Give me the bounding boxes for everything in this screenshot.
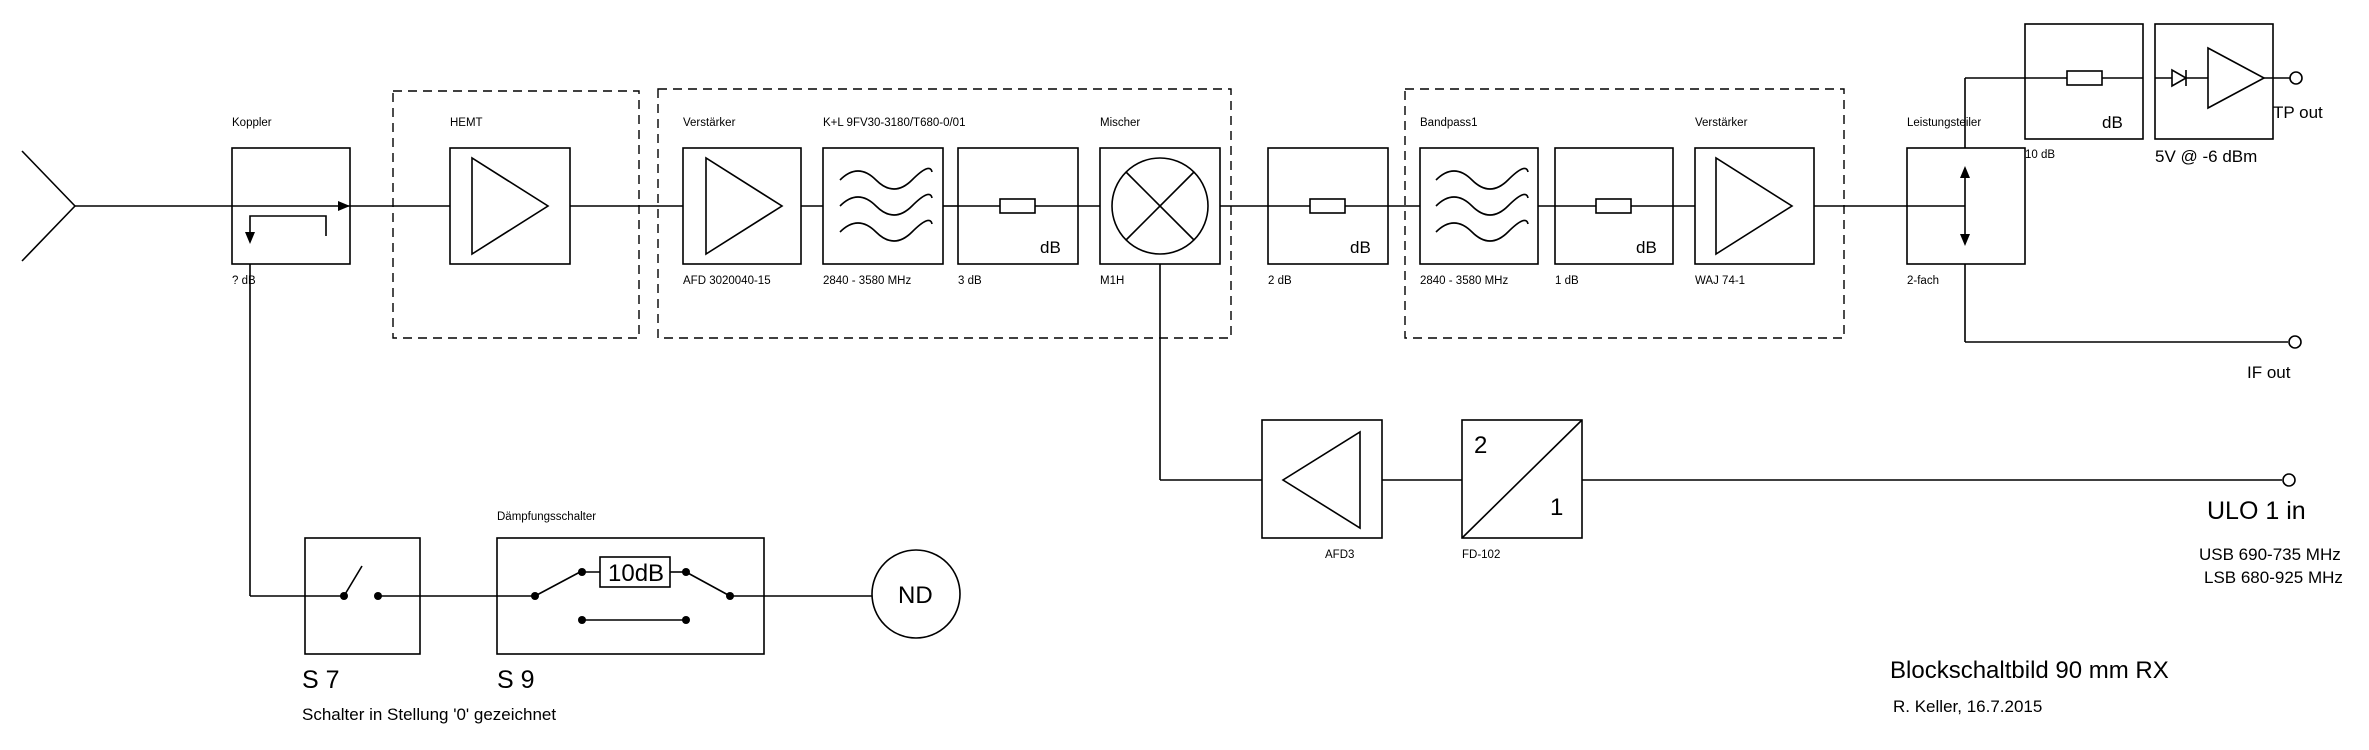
waj-label: WAJ 74-1 — [1695, 275, 1745, 287]
fd-in-port-label: 2 — [1474, 432, 1487, 459]
daempfung-label: Dämpfungsschalter — [497, 511, 596, 523]
amplifier-1-block — [682, 147, 802, 265]
author-label: R. Keller, 16.7.2015 — [1893, 697, 2042, 716]
filter-1-block — [822, 147, 944, 265]
mischer-part-label: M1H — [1100, 275, 1124, 287]
leistungsteiler-label: Leistungsteiler — [1907, 117, 1981, 129]
fd102-label: FD-102 — [1462, 549, 1500, 561]
s7-label: S 7 — [302, 666, 340, 694]
switch-s7-block — [304, 537, 421, 655]
koppler-db-label: ? dB — [232, 275, 256, 287]
nd-label: ND — [898, 582, 933, 609]
afd3-label: AFD3 — [1325, 549, 1354, 561]
ulo-label: ULO 1 in — [2207, 497, 2306, 525]
bandpass-label: Bandpass1 — [1420, 117, 1478, 129]
detector-block — [2154, 23, 2303, 140]
diagram-title: Blockschaltbild 90 mm RX — [1890, 657, 2169, 684]
fach-label: 2-fach — [1907, 275, 1939, 287]
afd3-amplifier-block — [1261, 419, 1383, 539]
antenna-symbol — [21, 150, 232, 262]
attenuator-3-block — [1538, 147, 1695, 265]
att1-db-label: dB — [1040, 238, 1061, 257]
att3-label: 1 dB — [1555, 275, 1579, 287]
mixer-block — [801, 147, 1221, 265]
att10-label: 10dB — [608, 560, 664, 587]
power-splitter-block — [1906, 77, 2302, 349]
verstaerker1-label: Verstärker — [683, 117, 736, 129]
bandpass-group-frame — [1404, 88, 1845, 339]
att2-db-label: dB — [1350, 238, 1371, 257]
schalter-note-label: Schalter in Stellung '0' gezeichnet — [302, 705, 556, 724]
switch-s9-block — [496, 537, 765, 655]
hemt-group-frame — [392, 90, 640, 339]
tp-out-label: TP out — [2273, 103, 2323, 122]
lo-path — [1159, 264, 2296, 487]
afd-label: AFD 3020040-15 — [683, 275, 771, 287]
hemt-label: HEMT — [450, 117, 483, 129]
s9-label: S 9 — [497, 666, 535, 694]
verstaerker2-label: Verstärker — [1695, 117, 1748, 129]
hemt-amplifier-block — [449, 147, 571, 265]
fd102-doubler-block — [1461, 419, 1583, 539]
amp-filter-mixer-group-frame — [657, 88, 1232, 339]
filter1-freq-label: 2840 - 3580 MHz — [823, 275, 911, 287]
filter-part-label: K+L 9FV30-3180/T680-0/01 — [823, 117, 965, 129]
mischer-label: Mischer — [1100, 117, 1140, 129]
if-out-label: IF out — [2247, 363, 2291, 382]
filter2-freq-label: 2840 - 3580 MHz — [1420, 275, 1508, 287]
att-top-db-label: dB — [2102, 113, 2123, 132]
attenuator-2-block — [1267, 147, 1389, 265]
noise-diode-block — [871, 549, 961, 639]
switch-path — [249, 264, 872, 597]
fd-out-port-label: 1 — [1550, 494, 1563, 521]
detector-label: 5V @ -6 dBm — [2155, 147, 2257, 166]
filter-2-block — [1419, 147, 1539, 265]
att1-label: 3 dB — [958, 275, 982, 287]
top-attenuator-block — [2024, 23, 2144, 140]
att-top-label: 10 dB — [2025, 149, 2055, 161]
att3-db-label: dB — [1636, 238, 1657, 257]
usb-label: USB 690-735 MHz — [2199, 545, 2341, 564]
att2-label: 2 dB — [1268, 275, 1292, 287]
amplifier-2-block — [1694, 147, 1815, 265]
koppler-label: Koppler — [232, 117, 272, 129]
coupler-block — [231, 147, 351, 265]
lsb-label: LSB 680-925 MHz — [2204, 568, 2343, 587]
